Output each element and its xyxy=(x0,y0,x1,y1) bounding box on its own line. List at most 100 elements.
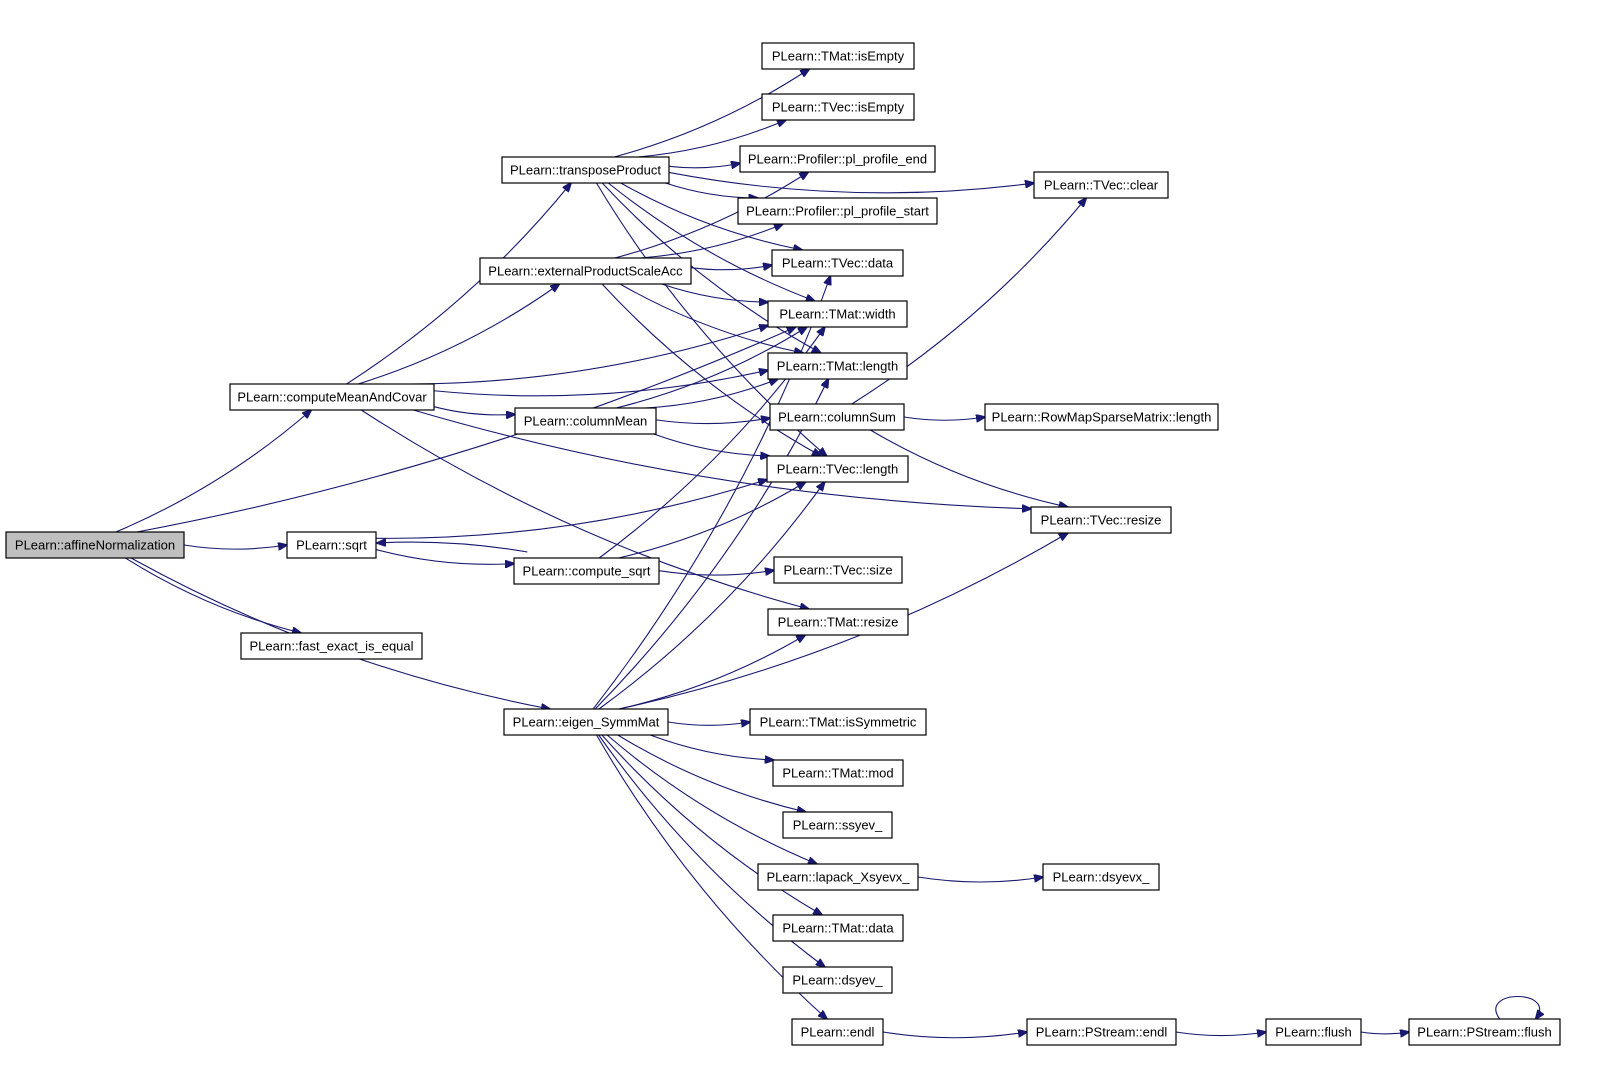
node-tmat-issymmetric: PLearn::TMat::isSymmetric xyxy=(749,708,927,736)
edge-externalproductscaleacc-to-tvec-data xyxy=(690,265,772,270)
node-box xyxy=(513,557,660,585)
edge-columnsum-to-rowmapsparsematrix-length xyxy=(903,417,985,420)
node-tmat-mod: PLearn::TMat::mod xyxy=(772,759,904,787)
node-tvec-data: PLearn::TVec::data xyxy=(771,249,904,277)
node-label: PLearn::computeMeanAndCovar xyxy=(237,390,427,405)
edge-columnmean-to-tmat-length xyxy=(645,379,778,409)
node-box xyxy=(761,93,915,121)
edge-computemeanandcovar-to-transposeproduct xyxy=(346,183,571,385)
node-label: PLearn::TVec::data xyxy=(782,256,894,271)
edge-externalproductscaleacc-to-tmat-width xyxy=(661,283,768,302)
nodes-layer: PLearn::affineNormalizationPLearn::compu… xyxy=(5,42,1561,1046)
edge-transposeproduct-to-pl-profile-end xyxy=(668,163,740,168)
edge-columnmean-to-tmat-width xyxy=(615,327,807,409)
edge-affinenormalization-to-fast-exact-is-equal xyxy=(125,557,301,633)
edge-affinenormalization-to-sqrt xyxy=(183,545,287,549)
edge-eigen-symmmat-to-tvec-data xyxy=(592,276,830,710)
node-label: PLearn::TMat::length xyxy=(777,359,898,374)
node-label: PLearn::TMat::width xyxy=(779,307,895,322)
node-label: PLearn::TVec::clear xyxy=(1044,178,1159,193)
node-label: PLearn::compute_sqrt xyxy=(523,564,651,579)
node-columnmean: PLearn::columnMean xyxy=(514,407,657,435)
node-box xyxy=(767,300,908,328)
edge-compute-sqrt-to-tvec-size xyxy=(658,570,774,575)
edge-computemeanandcovar-to-columnmean xyxy=(433,406,515,415)
node-tmat-width: PLearn::TMat::width xyxy=(767,300,908,328)
edge-transposeproduct-to-tmat-width xyxy=(607,182,815,301)
node-label: PLearn::TMat::mod xyxy=(782,766,893,781)
node-tmat-isempty: PLearn::TMat::isEmpty xyxy=(761,42,915,70)
node-label: PLearn::TVec::isEmpty xyxy=(772,100,905,115)
node-ssyev: PLearn::ssyev_ xyxy=(782,811,893,839)
node-box xyxy=(1265,1018,1362,1046)
node-pl-profile-start: PLearn::Profiler::pl_profile_start xyxy=(737,197,938,225)
node-label: PLearn::PStream::flush xyxy=(1417,1025,1551,1040)
node-box xyxy=(737,197,938,225)
node-label: PLearn::transposeProduct xyxy=(510,163,661,178)
node-box xyxy=(769,403,905,431)
edge-transposeproduct-to-tvec-data xyxy=(620,182,803,250)
edge-flush-to-pstream-flush xyxy=(1360,1032,1409,1034)
edge-transposeproduct-to-tvec-clear xyxy=(668,171,1034,194)
node-box xyxy=(503,708,669,736)
edge-endl-to-pstream-endl xyxy=(882,1032,1027,1039)
edge-transposeproduct-to-tvec-isempty xyxy=(637,120,786,158)
edge-sqrt-to-tvec-length xyxy=(375,480,767,539)
node-label: PLearn::TVec::length xyxy=(777,462,898,477)
node-endl: PLearn::endl xyxy=(791,1018,884,1046)
edge-eigen-symmmat-to-tmat-data xyxy=(601,734,822,915)
node-externalproductscaleacc: PLearn::externalProductScaleAcc xyxy=(479,257,692,285)
node-box xyxy=(782,966,893,994)
node-label: PLearn::externalProductScaleAcc xyxy=(488,264,683,279)
edge-columnsum-to-tvec-clear xyxy=(851,198,1086,405)
node-label: PLearn::TVec::size xyxy=(783,563,892,578)
node-label: PLearn::TVec::resize xyxy=(1041,513,1162,528)
edge-affinenormalization-to-tmat-width xyxy=(136,327,796,533)
node-tvec-clear: PLearn::TVec::clear xyxy=(1033,171,1169,199)
node-label: PLearn::columnMean xyxy=(524,414,648,429)
edge-externalproductscaleacc-to-pl-profile-end xyxy=(614,172,809,259)
node-label: PLearn::dsyev_ xyxy=(792,973,883,988)
node-box xyxy=(782,811,893,839)
node-pstream-flush: PLearn::PStream::flush xyxy=(1408,1018,1561,1046)
node-box xyxy=(501,156,670,184)
node-box xyxy=(767,352,908,380)
node-box xyxy=(984,403,1219,431)
node-box xyxy=(739,145,936,173)
node-box xyxy=(761,42,915,70)
node-columnsum: PLearn::columnSum xyxy=(769,403,905,431)
edge-eigen-symmmat-to-ssyev xyxy=(617,734,806,812)
node-box xyxy=(757,863,919,891)
node-sqrt: PLearn::sqrt xyxy=(286,531,377,559)
node-transposeproduct: PLearn::transposeProduct xyxy=(501,156,670,184)
node-label: PLearn::TMat::isSymmetric xyxy=(760,715,917,730)
node-box xyxy=(5,531,185,559)
node-fast-exact-is-equal: PLearn::fast_exact_is_equal xyxy=(240,632,423,660)
node-label: PLearn::Profiler::pl_profile_end xyxy=(748,152,927,167)
edge-lapack-xsyevx-to-dsyevx xyxy=(917,877,1043,883)
edge-transposeproduct-to-tmat-isempty xyxy=(614,69,809,158)
node-label: PLearn::Profiler::pl_profile_start xyxy=(746,204,929,219)
node-tvec-isempty: PLearn::TVec::isEmpty xyxy=(761,93,915,121)
node-box xyxy=(1408,1018,1561,1046)
node-computemeanandcovar: PLearn::computeMeanAndCovar xyxy=(229,383,435,411)
edge-affinenormalization-to-computemeanandcovar xyxy=(115,410,311,533)
node-box xyxy=(479,257,692,285)
node-box xyxy=(766,455,909,483)
node-box xyxy=(1026,1018,1177,1046)
edge-columnmean-to-columnsum xyxy=(655,418,770,425)
edge-computemeanandcovar-to-tmat-resize xyxy=(360,409,809,609)
edge-compute-sqrt-to-sqrt xyxy=(377,542,528,553)
node-eigen-symmmat: PLearn::eigen_SymmMat xyxy=(503,708,669,736)
node-lapack-xsyevx: PLearn::lapack_Xsyevx_ xyxy=(757,863,919,891)
edge-eigen-symmmat-to-tmat-mod xyxy=(650,734,774,760)
node-box xyxy=(240,632,423,660)
node-dsyev: PLearn::dsyev_ xyxy=(782,966,893,994)
node-tvec-length: PLearn::TVec::length xyxy=(766,455,909,483)
node-rowmapsparsematrix-length: PLearn::RowMapSparseMatrix::length xyxy=(984,403,1219,431)
node-label: PLearn::lapack_Xsyevx_ xyxy=(766,870,910,885)
node-box xyxy=(286,531,377,559)
node-label: PLearn::TMat::isEmpty xyxy=(772,49,905,64)
node-label: PLearn::fast_exact_is_equal xyxy=(249,639,413,654)
node-label: PLearn::TMat::resize xyxy=(778,615,899,630)
